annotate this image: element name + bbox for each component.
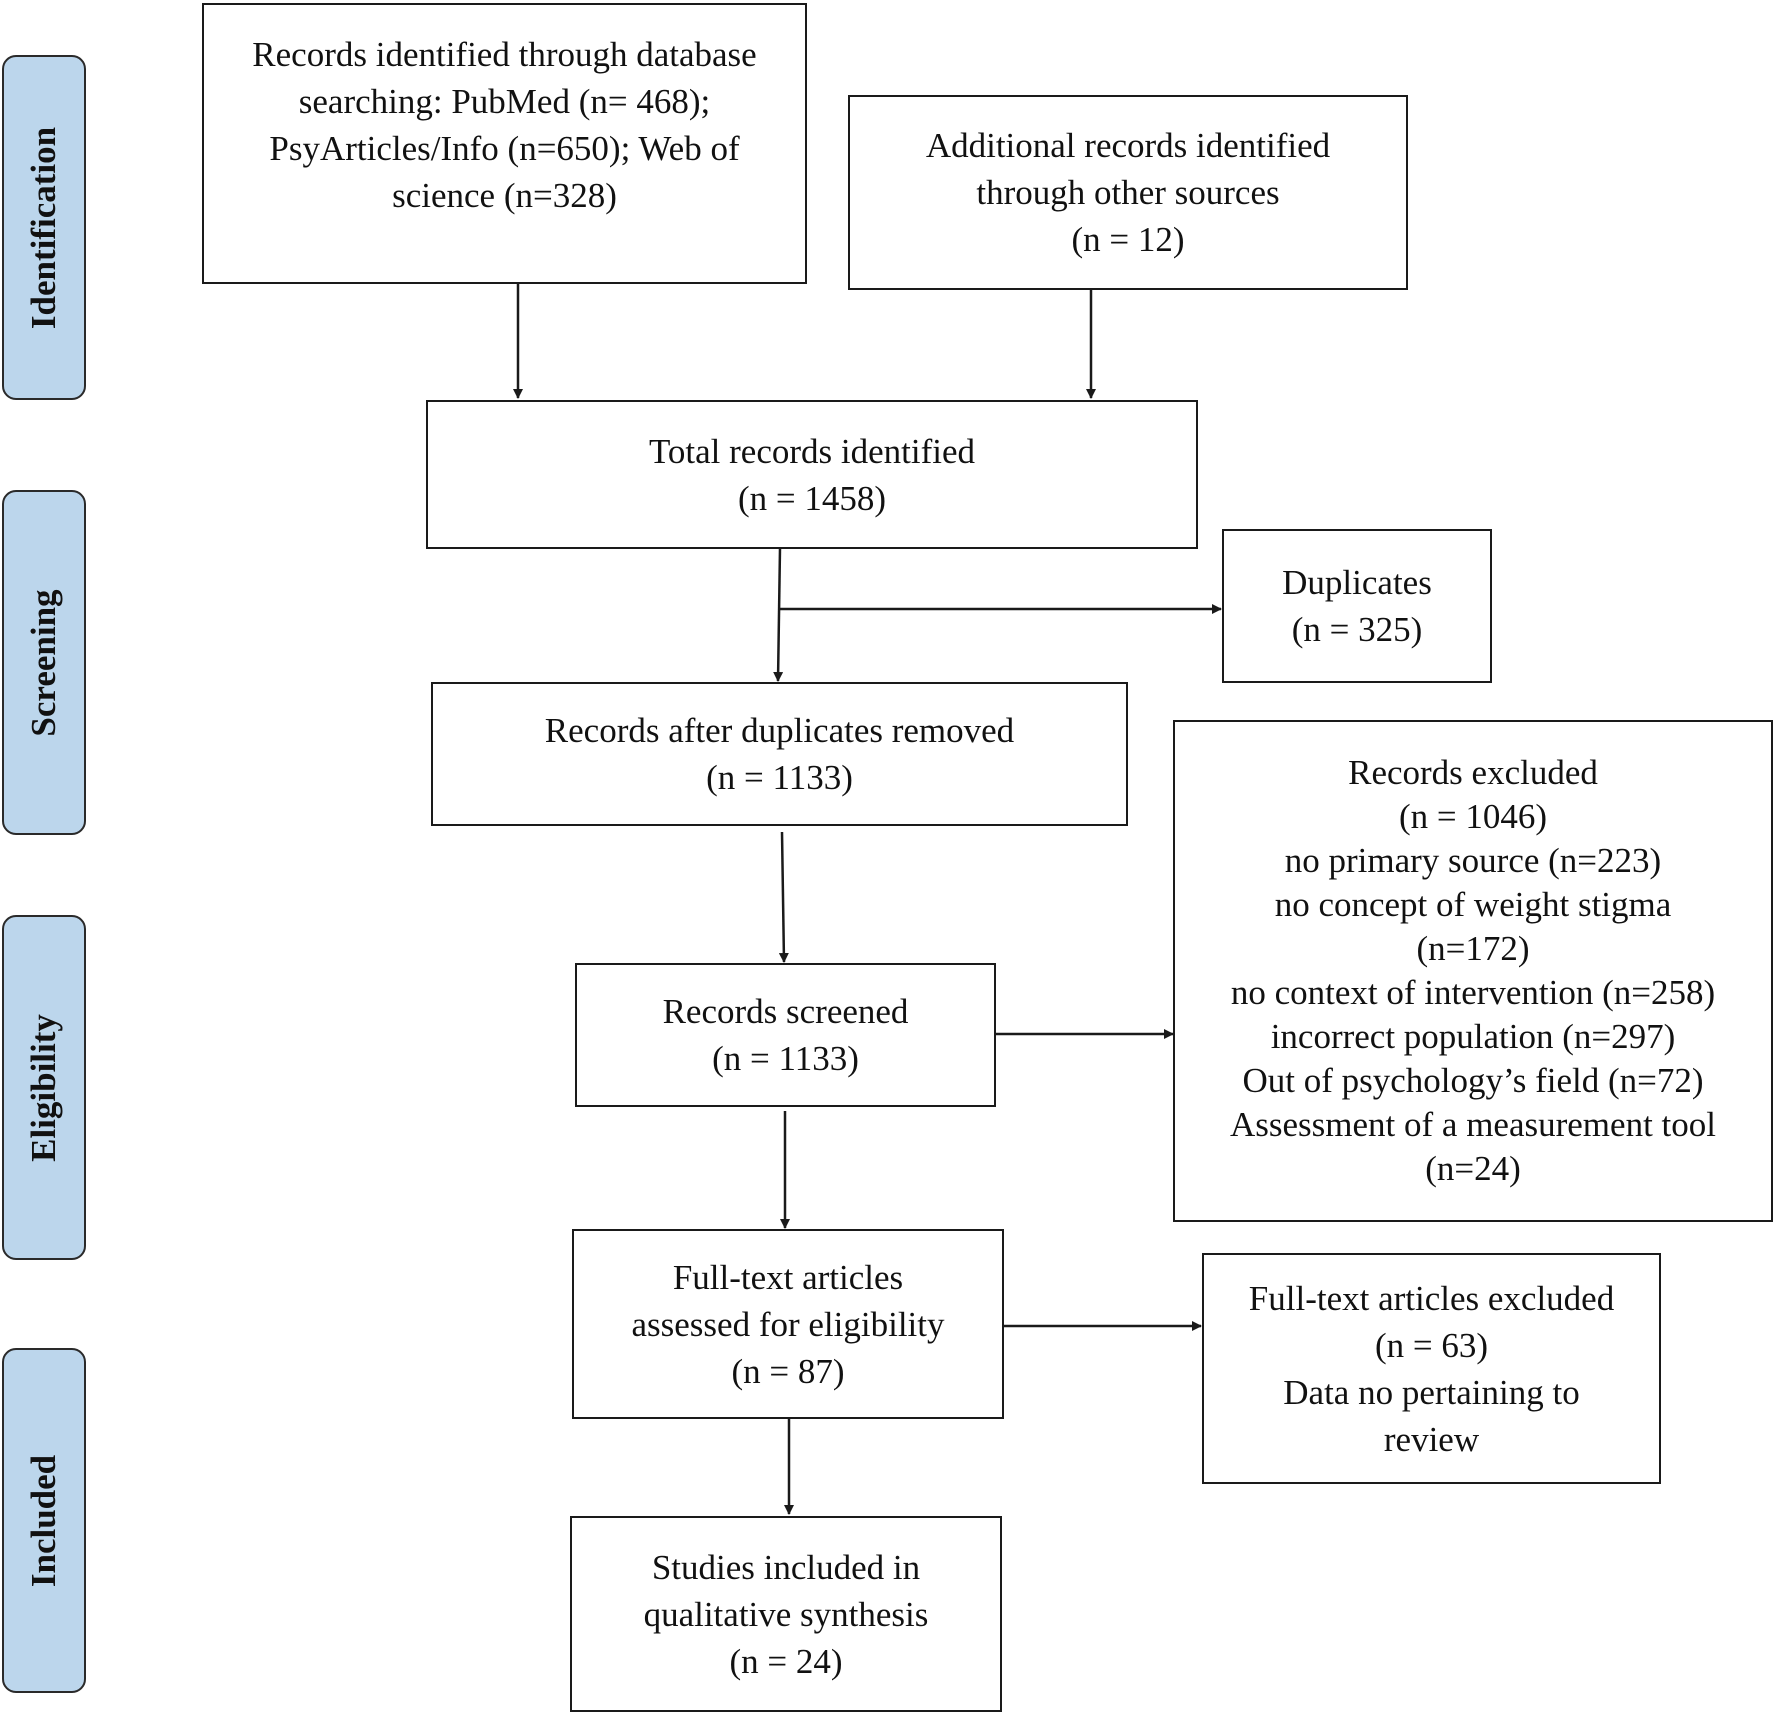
records-excluded-line-3: no primary source (n=223) xyxy=(1284,841,1662,880)
after-duplicates-box: Records after duplicates removed (n = 11… xyxy=(431,682,1128,826)
total-identified-box: Total records identified (n = 1458) xyxy=(426,400,1198,549)
included-studies-line-2: qualitative synthesis xyxy=(643,1594,929,1634)
other-sources-line-2: through other sources xyxy=(976,173,1280,212)
stage-screening: Screening xyxy=(2,490,86,835)
records-excluded-line-1: Records excluded xyxy=(1348,753,1598,792)
records-excluded-line-10: (n=24) xyxy=(1425,1149,1521,1188)
stage-identification: Identification xyxy=(2,55,86,400)
records-excluded-line-4: no concept of weight stigma xyxy=(1274,885,1672,924)
other-sources-line-1: Additional records identified xyxy=(925,126,1331,165)
fulltext-assessed-line-2: assessed for eligibility xyxy=(631,1304,945,1344)
fulltext-excluded-line-3: Data no pertaining to xyxy=(1283,1372,1580,1412)
records-excluded-line-2: (n = 1046) xyxy=(1398,797,1548,836)
database-search-box: Records identified through database sear… xyxy=(202,3,807,284)
screened-count: (n = 1133) xyxy=(712,1039,859,1078)
database-search-line-1: Records identified through database xyxy=(252,35,757,74)
fulltext-assessed-line-1: Full-text articles xyxy=(672,1257,904,1297)
database-search-line-2: searching: PubMed (n= 468); xyxy=(298,82,711,121)
fulltext-excluded-line-1: Full-text articles excluded xyxy=(1248,1278,1615,1318)
arrow-after-duplicates-to-screened xyxy=(778,831,789,963)
after-duplicates-count: (n = 1133) xyxy=(706,758,853,797)
fulltext-excluded-line-2: (n = 63) xyxy=(1374,1325,1489,1365)
database-search-line-4: science (n=328) xyxy=(392,176,617,215)
other-sources-box: Additional records identified through ot… xyxy=(848,95,1408,290)
database-search-line-3: PsyArticles/Info (n=650); Web of xyxy=(269,129,740,168)
fulltext-excluded-box: Full-text articles excluded (n = 63) Dat… xyxy=(1202,1253,1661,1484)
duplicates-box: Duplicates (n = 325) xyxy=(1222,529,1492,683)
duplicates-label: Duplicates xyxy=(1282,563,1432,602)
stage-included: Included xyxy=(2,1348,86,1693)
fulltext-excluded-line-4: review xyxy=(1383,1419,1480,1459)
duplicates-count: (n = 325) xyxy=(1291,610,1423,649)
total-identified-label: Total records identified xyxy=(648,431,976,471)
fulltext-assessed-line-3: (n = 87) xyxy=(731,1351,845,1391)
records-excluded-box: Records excluded (n = 1046) no primary s… xyxy=(1173,720,1773,1222)
arrow-total-to-after-duplicates xyxy=(773,547,784,682)
after-duplicates-label: Records after duplicates removed xyxy=(544,711,1015,750)
records-excluded-line-9: Assessment of a measurement tool xyxy=(1229,1105,1716,1144)
fulltext-assessed-box: Full-text articles assessed for eligibil… xyxy=(572,1229,1004,1419)
stage-eligibility: Eligibility xyxy=(2,915,86,1260)
included-studies-box: Studies included in qualitative synthesi… xyxy=(570,1516,1002,1712)
other-sources-line-3: (n = 12) xyxy=(1071,220,1185,259)
screened-label: Records screened xyxy=(662,992,909,1031)
total-identified-count: (n = 1458) xyxy=(737,478,887,518)
records-excluded-line-7: incorrect population (n=297) xyxy=(1270,1017,1676,1056)
included-studies-line-3: (n = 24) xyxy=(729,1641,843,1681)
records-excluded-line-8: Out of psychology’s field (n=72) xyxy=(1242,1061,1704,1100)
records-excluded-line-5: (n=172) xyxy=(1416,929,1530,968)
records-excluded-line-6: no context of intervention (n=258) xyxy=(1230,973,1716,1012)
screened-box: Records screened (n = 1133) xyxy=(575,963,996,1107)
included-studies-line-1: Studies included in xyxy=(651,1547,921,1587)
